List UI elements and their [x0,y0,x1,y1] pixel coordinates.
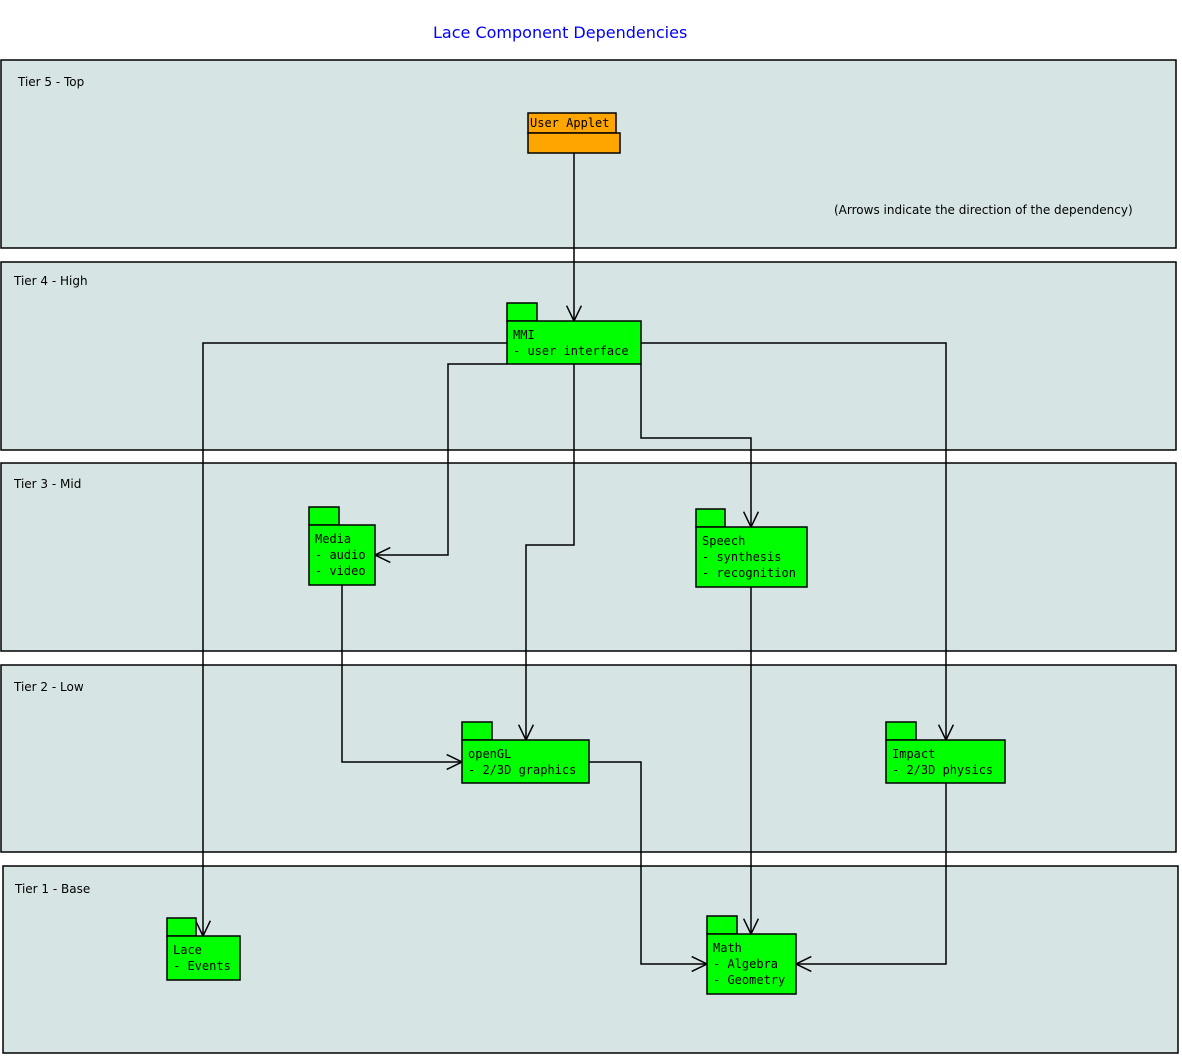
package-body [308,524,376,586]
package-impact[interactable]: Impact - 2/3D physics [885,721,1006,784]
package-name: Media [315,532,351,546]
package-name: User Applet [530,116,609,130]
package-body [885,739,1006,784]
tier-label: Tier 3 - Mid [13,477,81,491]
package-body [706,933,797,995]
tier-label: Tier 5 - Top [17,75,84,89]
dependency-line [589,761,707,965]
dependency-line [202,342,507,936]
package-detail: - audio [315,548,366,562]
tier-label: Tier 4 - High [13,274,88,288]
package-detail: - user interface [513,344,629,358]
tier-label: Tier 2 - Low [13,680,84,694]
package-tab [506,302,538,322]
package-detail: - recognition [702,566,796,580]
package-name: Speech [702,534,745,548]
tier-box [0,462,1177,652]
package-name: Lace [173,943,202,957]
package-detail: - 2/3D physics [892,763,993,777]
dependency-line [375,363,507,556]
package-mmi[interactable]: MMI - user interface [506,302,642,365]
package-body [166,935,241,981]
package-detail: - Events [173,959,231,973]
package-opengl[interactable]: openGL - 2/3D graphics [461,721,590,784]
package-media[interactable]: Media - audio - video [308,506,376,586]
tier-label: Tier 1 - Base [14,882,90,896]
legend-note: (Arrows indicate the direction of the de… [834,203,1133,217]
package-name: Math [713,941,742,955]
dependency-line [796,783,947,965]
package-name: MMI [513,328,535,342]
dependency-line [341,585,462,763]
package-tab [885,721,917,741]
package-name: Impact [892,747,935,761]
package-name: openGL [468,747,511,761]
package-speech[interactable]: Speech - synthesis - recognition [695,508,808,588]
dependency-line [641,342,947,740]
package-lace[interactable]: Lace - Events [166,917,241,981]
package-tab [166,917,197,937]
package-tab [695,508,726,528]
package-tab [308,506,340,526]
tier-tier5: Tier 5 - Top [0,59,1177,249]
package-body [527,132,621,154]
tier-tier3: Tier 3 - Mid [0,462,1177,652]
dependency-line [640,364,752,527]
package-detail: - Algebra [713,957,778,971]
diagram-title: Lace Component Dependencies [433,23,687,42]
package-detail: - video [315,564,366,578]
package-math[interactable]: Math - Algebra - Geometry [706,915,797,995]
package-body [506,320,642,365]
package-detail: - synthesis [702,550,781,564]
package-detail: - Geometry [713,973,785,987]
package-user-applet[interactable]: User Applet [527,112,621,154]
tier-box [0,59,1177,249]
dependency-line [525,364,575,740]
package-tab [706,915,738,935]
package-tab [461,721,493,741]
package-body [461,739,590,784]
package-detail: - 2/3D graphics [468,763,576,777]
package-body [695,526,808,588]
